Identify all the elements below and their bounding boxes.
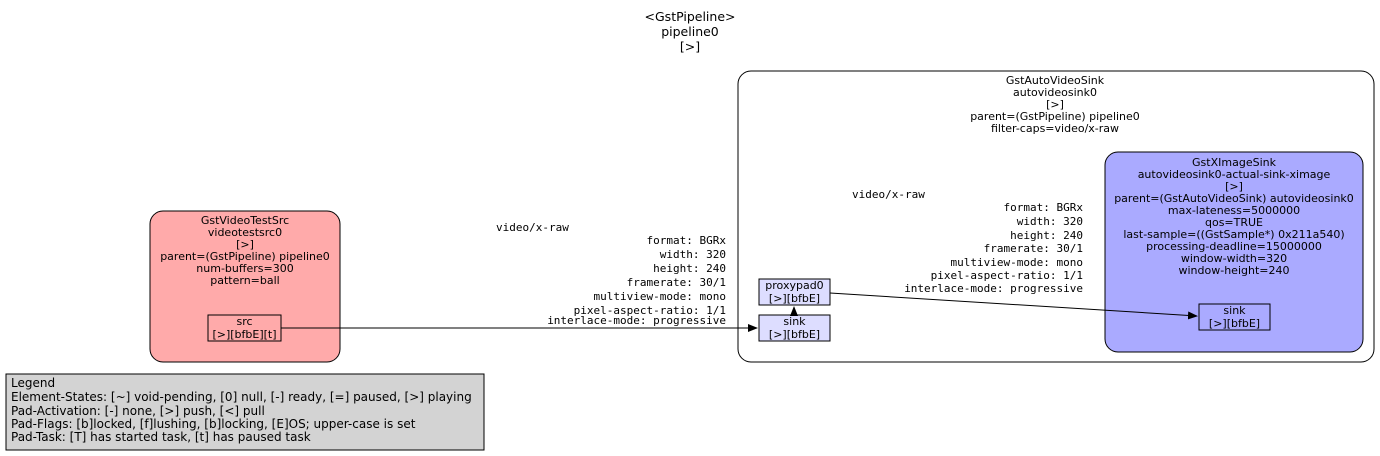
src-element-line: GstVideoTestSrc	[201, 214, 289, 227]
caps-left: video/x-raw format: BGRx width: 320 heig…	[496, 221, 726, 327]
src-element-line: [>]	[236, 238, 254, 251]
pipeline-name: pipeline0	[661, 24, 719, 39]
sink-element-line: [>]	[1225, 180, 1243, 193]
caps-right-field: height: 240	[1010, 229, 1083, 242]
proxypad0-flags: [>][bfbE]	[769, 292, 820, 305]
caps-left-field: framerate: 30/1	[627, 276, 726, 289]
caps-left-field: format: BGRx	[647, 234, 727, 247]
pipeline-type: <GstPipeline>	[645, 9, 736, 24]
caps-right: video/x-raw format: BGRx width: 320 heig…	[852, 188, 1083, 295]
caps-left-field: interlace-mode: progressive	[547, 314, 726, 327]
sink-element-line: processing-deadline=15000000	[1146, 240, 1322, 253]
bin-element-line: filter-caps=video/x-raw	[991, 122, 1119, 135]
caps-left-field: pixel-aspect-ratio: 1/1	[574, 304, 726, 317]
proxypad0-name: proxypad0	[765, 279, 823, 292]
caps-left-field: height: 240	[653, 262, 726, 275]
src-pad-name: src	[236, 315, 252, 328]
ximagesink-box[interactable]	[1104, 151, 1364, 353]
src-element-line: pattern=ball	[210, 274, 279, 287]
caps-right-field: interlace-mode: progressive	[904, 282, 1083, 295]
src-element-line: num-buffers=300	[196, 262, 293, 275]
caps-left-media: video/x-raw	[496, 221, 569, 234]
edge-proxypad-to-ximagesink	[829, 292, 1198, 320]
ximagesink-sink-pad-flags: [>][bfbE]	[1209, 317, 1260, 330]
src-pad-flags: [>][bfbE][t]	[212, 328, 276, 341]
caps-right-field: format: BGRx	[1004, 201, 1084, 214]
bin-sink-pad[interactable]: sink [>][bfbE]	[758, 314, 831, 342]
proxypad0[interactable]: proxypad0 [>][bfbE]	[758, 278, 831, 306]
legend-box	[5, 373, 485, 451]
legend: Legend Element-States: [~] void-pending,…	[5, 373, 485, 451]
legend-line: Pad-Flags: [b]locked, [f]lushing, [b]loc…	[11, 417, 416, 431]
ximagesink-sink-pad[interactable]: sink [>][bfbE]	[1198, 303, 1271, 331]
proxypad0-box[interactable]	[758, 278, 831, 306]
sink-element-line: qos=TRUE	[1205, 216, 1263, 229]
bin-sink-pad-flags: [>][bfbE]	[769, 328, 820, 341]
bin-sink-pad-name: sink	[783, 315, 806, 328]
bin-element-line: GstAutoVideoSink	[1006, 74, 1105, 87]
legend-line: Element-States: [~] void-pending, [0] nu…	[11, 390, 472, 404]
legend-line: Pad-Task: [T] has started task, [t] has …	[11, 430, 311, 444]
sink-element-line: GstXImageSink	[1192, 156, 1277, 169]
bin-element-line: autovideosink0	[1013, 86, 1097, 99]
bin-element-line: [>]	[1046, 98, 1064, 111]
sink-element-line: max-lateness=5000000	[1168, 204, 1300, 217]
src-element-line: parent=(GstPipeline) pipeline0	[160, 250, 330, 263]
pipeline-state: [>]	[680, 39, 700, 54]
ximagesink-element[interactable]: GstXImageSink autovideosink0-actual-sink…	[1104, 151, 1364, 353]
legend-line: Pad-Activation: [-] none, [>] push, [<] …	[11, 404, 265, 418]
src-pad-box[interactable]	[207, 314, 282, 342]
ximagesink-sink-pad-name: sink	[1223, 304, 1246, 317]
videotestsrc-box[interactable]	[149, 210, 341, 363]
sink-element-line: window-width=320	[1181, 252, 1287, 265]
ximagesink-sink-pad-box[interactable]	[1198, 303, 1271, 331]
caps-right-field: width: 320	[1017, 215, 1083, 228]
src-element-line: videotestsrc0	[208, 226, 282, 239]
caps-left-field: multiview-mode: mono	[594, 290, 726, 303]
bin-element-line: parent=(GstPipeline) pipeline0	[970, 110, 1140, 123]
videotestsrc-element[interactable]: GstVideoTestSrc videotestsrc0 [>] parent…	[149, 210, 341, 363]
caps-left-field: width: 320	[660, 248, 726, 261]
caps-right-field: multiview-mode: mono	[951, 256, 1083, 269]
src-pad[interactable]: src [>][bfbE][t]	[207, 314, 282, 342]
sink-element-line: autovideosink0-actual-sink-ximage	[1138, 168, 1331, 181]
sink-element-line: parent=(GstAutoVideoSink) autovideosink0	[1114, 192, 1354, 205]
bin-sink-pad-box[interactable]	[758, 314, 831, 342]
sink-element-line: last-sample=((GstSample*) 0x211a540)	[1123, 228, 1344, 241]
caps-right-field: framerate: 30/1	[984, 242, 1083, 255]
sink-element-line: window-height=240	[1179, 264, 1290, 277]
pipeline-title: <GstPipeline> pipeline0 [>]	[645, 9, 736, 54]
caps-right-field: pixel-aspect-ratio: 1/1	[931, 269, 1083, 282]
autovideosink-bin[interactable]: GstAutoVideoSink autovideosink0 [>] pare…	[737, 70, 1375, 363]
caps-right-media: video/x-raw	[852, 188, 925, 201]
legend-line: Legend	[11, 376, 55, 390]
